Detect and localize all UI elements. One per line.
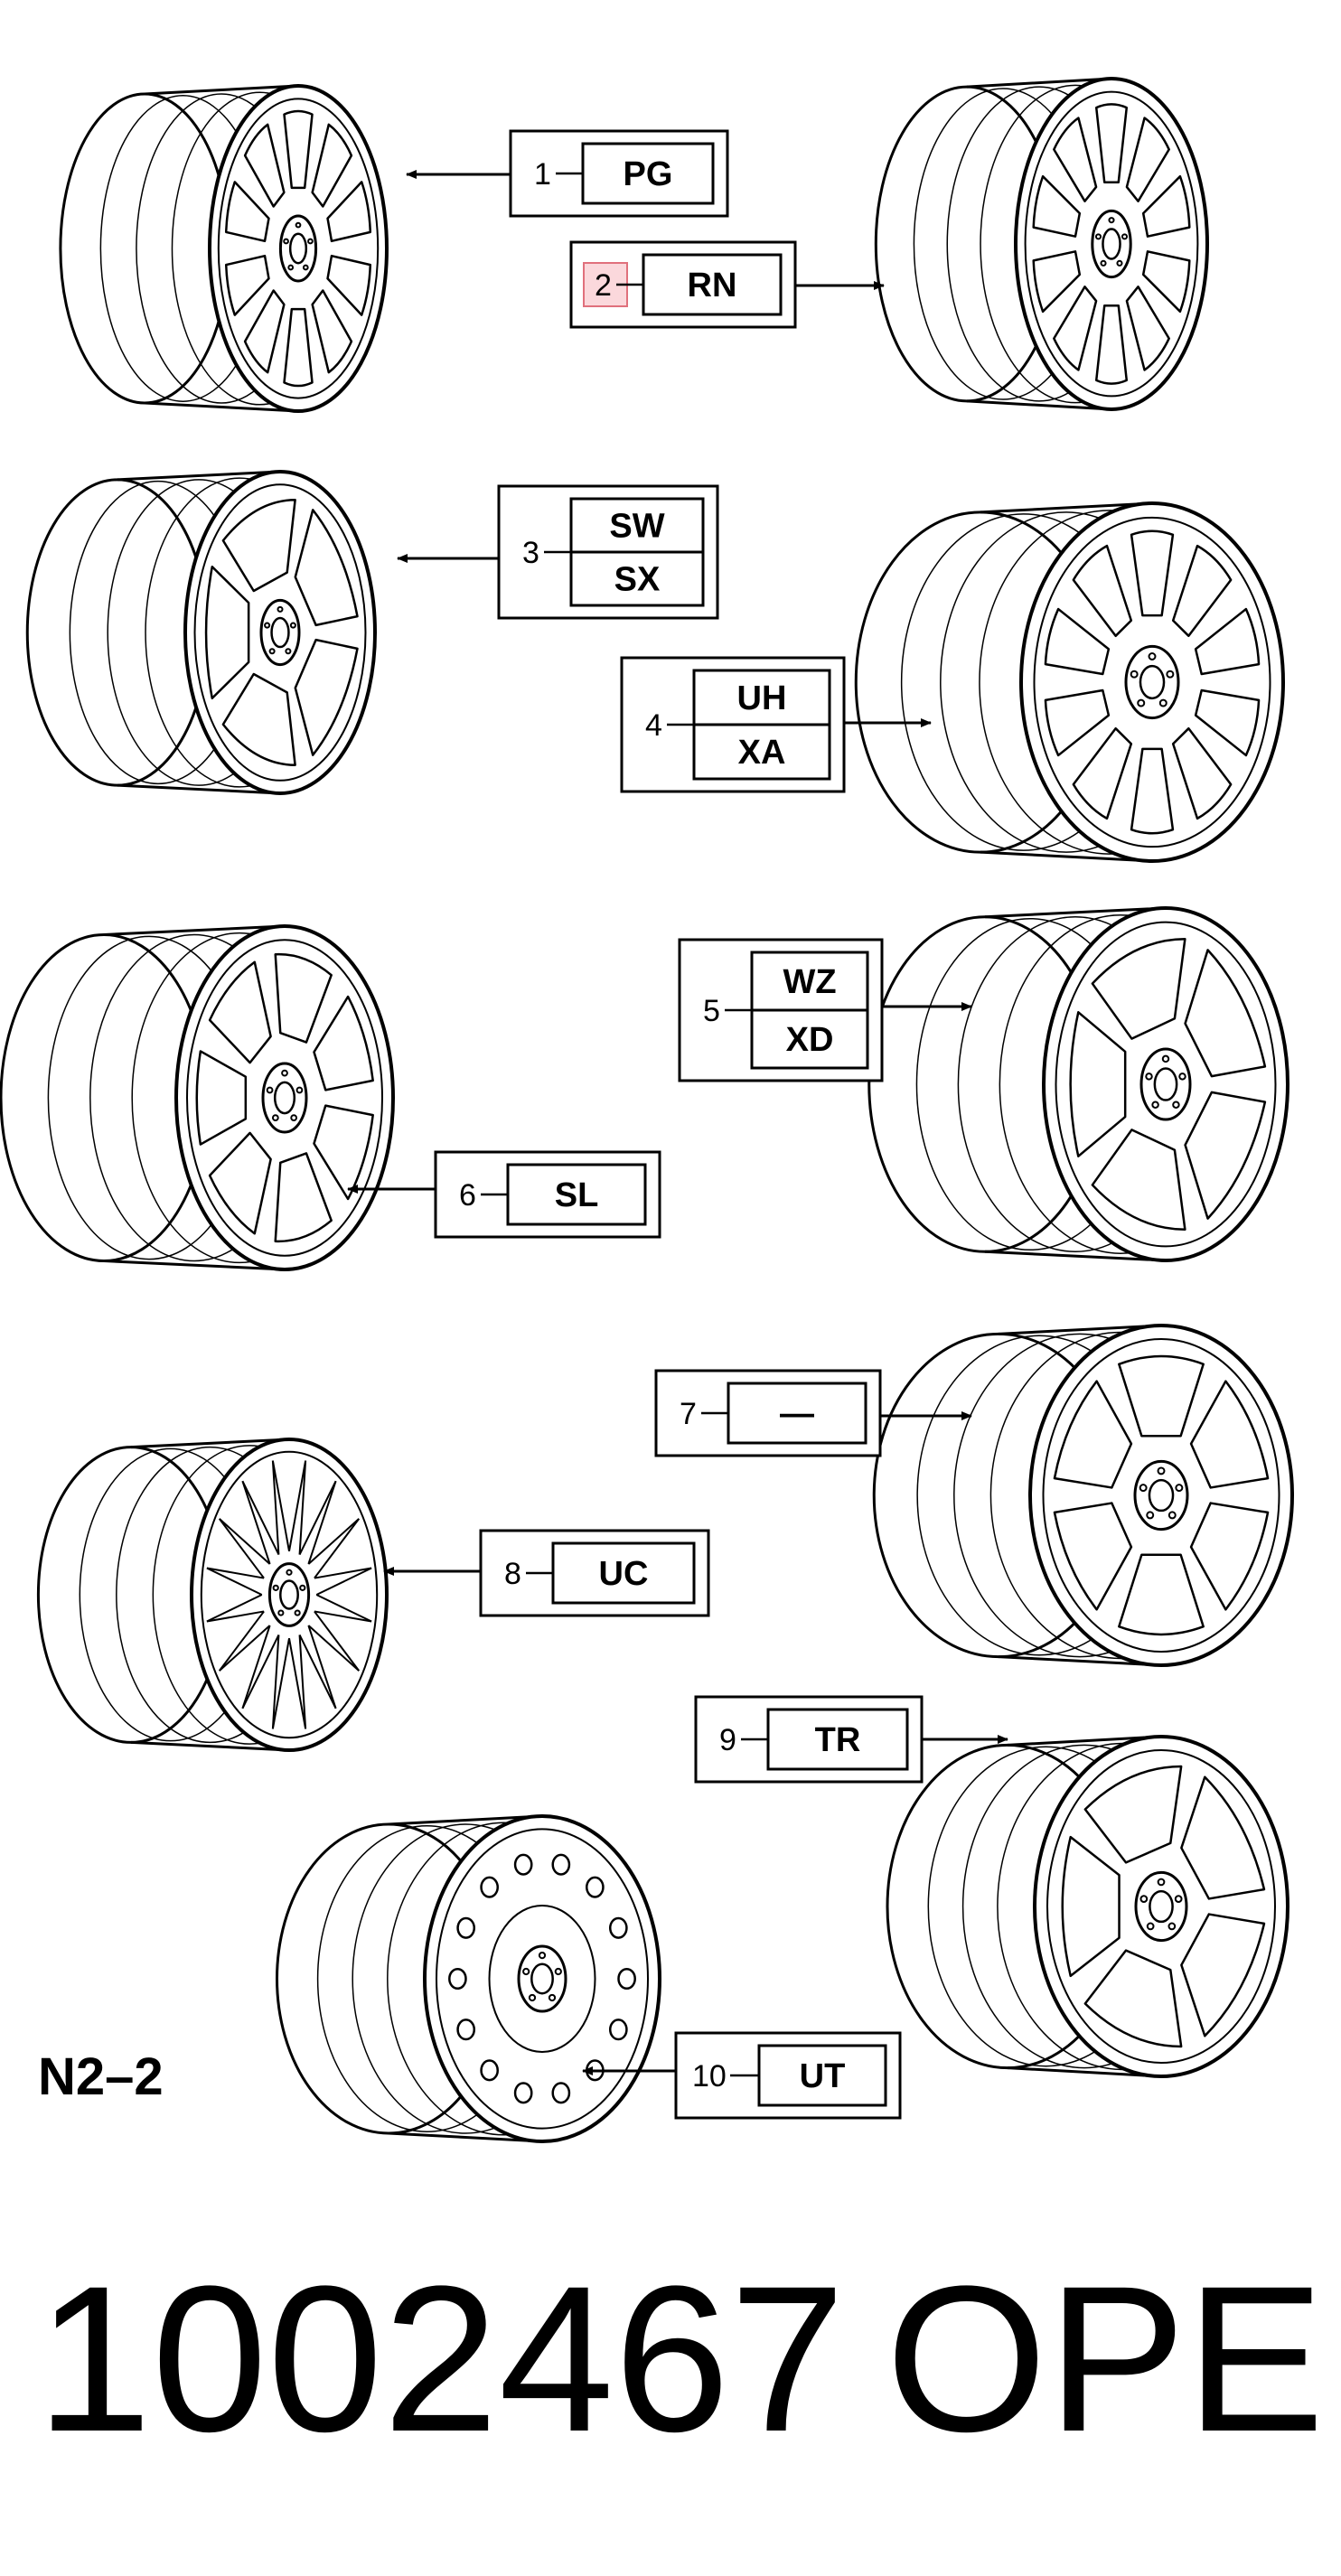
callout-code: SW: [609, 508, 664, 546]
callout-code: XD: [786, 1021, 834, 1059]
callout-code: UT: [800, 2057, 846, 2095]
callout-code: WZ: [783, 963, 836, 1001]
callout-2: 2 RN: [569, 240, 885, 329]
wheel-9: [886, 1735, 1289, 2078]
callout-1: 1 PG: [406, 129, 729, 218]
callout-number: 1: [534, 157, 551, 192]
callout-number: 5: [703, 994, 720, 1028]
callout-9: 9 TR: [694, 1695, 1008, 1784]
wheel-3: [25, 470, 377, 795]
callout-number: 7: [680, 1397, 697, 1431]
callout-number: 3: [522, 536, 539, 570]
wheels-layer: [0, 77, 1294, 2143]
wheel-4: [854, 501, 1285, 863]
callout-code: UC: [599, 1555, 649, 1593]
callout-code: RN: [688, 267, 737, 304]
callout-code: PG: [624, 155, 673, 193]
wheel-8: [36, 1438, 389, 1752]
callout-code: SL: [555, 1176, 599, 1214]
callout-number: 2: [595, 268, 612, 303]
figure-ref: N2–2: [38, 2047, 164, 2106]
callout-4: 4 UH XA: [620, 656, 932, 793]
part-number: 1002467: [36, 2243, 845, 2475]
callout-code: SX: [614, 561, 661, 599]
callout-number: 9: [719, 1723, 736, 1757]
callout-number: 4: [645, 708, 662, 743]
callout-5: 5 WZ XD: [678, 938, 972, 1082]
callout-7: 7—: [654, 1369, 972, 1457]
wheel-5: [0, 924, 395, 1271]
callout-code: —: [780, 1395, 814, 1433]
wheel-7: [872, 1324, 1294, 1667]
callout-10: 10 UT: [582, 2031, 902, 2120]
wheel-1: [59, 84, 389, 413]
callout-code: XA: [738, 734, 786, 772]
wheel-2: [874, 77, 1209, 411]
wheel-10: [276, 1814, 661, 2143]
callout-code: UH: [737, 679, 787, 717]
brand-name: OPEL: [886, 2243, 1341, 2475]
callout-3: 3 SW SX: [397, 484, 719, 620]
callout-number: 10: [692, 2059, 727, 2094]
callout-number: 8: [504, 1557, 521, 1591]
wheel-6: [867, 906, 1289, 1262]
callout-code: TR: [815, 1721, 861, 1759]
callout-8: 8 UC: [383, 1529, 710, 1617]
callout-number: 6: [459, 1178, 476, 1213]
callout-6: 6 SL: [347, 1150, 661, 1239]
